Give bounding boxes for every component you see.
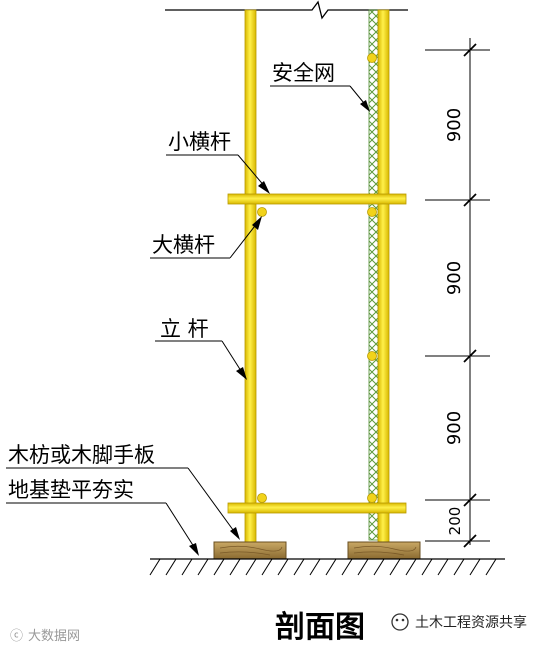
dimension-900-top: 900 bbox=[444, 108, 465, 142]
upright-pole-left bbox=[244, 9, 257, 543]
dimension-200: 200 bbox=[446, 507, 464, 536]
upright-pole-right bbox=[377, 9, 390, 543]
safety-net bbox=[368, 9, 379, 541]
leader-small-crossbar bbox=[166, 154, 270, 194]
label-safety-net: 安全网 bbox=[272, 61, 335, 85]
label-big-crossbar: 大横杆 bbox=[152, 233, 215, 257]
leader-wood-board bbox=[6, 467, 240, 540]
watermark-left: ⓒ 大数据网 bbox=[10, 629, 80, 644]
watermark-right-text: 土木工程资源共享 bbox=[415, 614, 527, 631]
leader-big-crossbar bbox=[150, 216, 262, 259]
wechat-icon bbox=[391, 613, 409, 631]
crossbar-lower bbox=[227, 502, 407, 514]
label-wood-board: 木枋或木脚手板 bbox=[8, 443, 155, 467]
dimension-900-bottom: 900 bbox=[444, 411, 465, 445]
label-upright-pole: 立 杆 bbox=[160, 317, 209, 341]
label-foundation: 地基垫平夯实 bbox=[8, 478, 134, 502]
watermark-left-icon: ⓒ bbox=[10, 629, 23, 644]
label-small-crossbar: 小横杆 bbox=[168, 130, 231, 154]
caption-section-view: 剖面图 bbox=[275, 610, 365, 645]
watermark-left-text: 大数据网 bbox=[28, 629, 80, 644]
top-break-line bbox=[165, 0, 408, 20]
ground bbox=[149, 558, 505, 576]
crossbar-upper bbox=[227, 193, 407, 205]
dimension-line bbox=[425, 38, 490, 548]
wood-board-left bbox=[213, 541, 287, 560]
watermark-right: 土木工程资源共享 bbox=[391, 613, 527, 631]
dimension-900-middle: 900 bbox=[444, 261, 465, 295]
wood-board-right bbox=[347, 541, 421, 560]
leader-upright-pole bbox=[155, 340, 247, 380]
leader-foundation bbox=[6, 502, 199, 556]
crossbar-sections bbox=[257, 53, 377, 503]
leader-safety-net bbox=[270, 85, 370, 112]
